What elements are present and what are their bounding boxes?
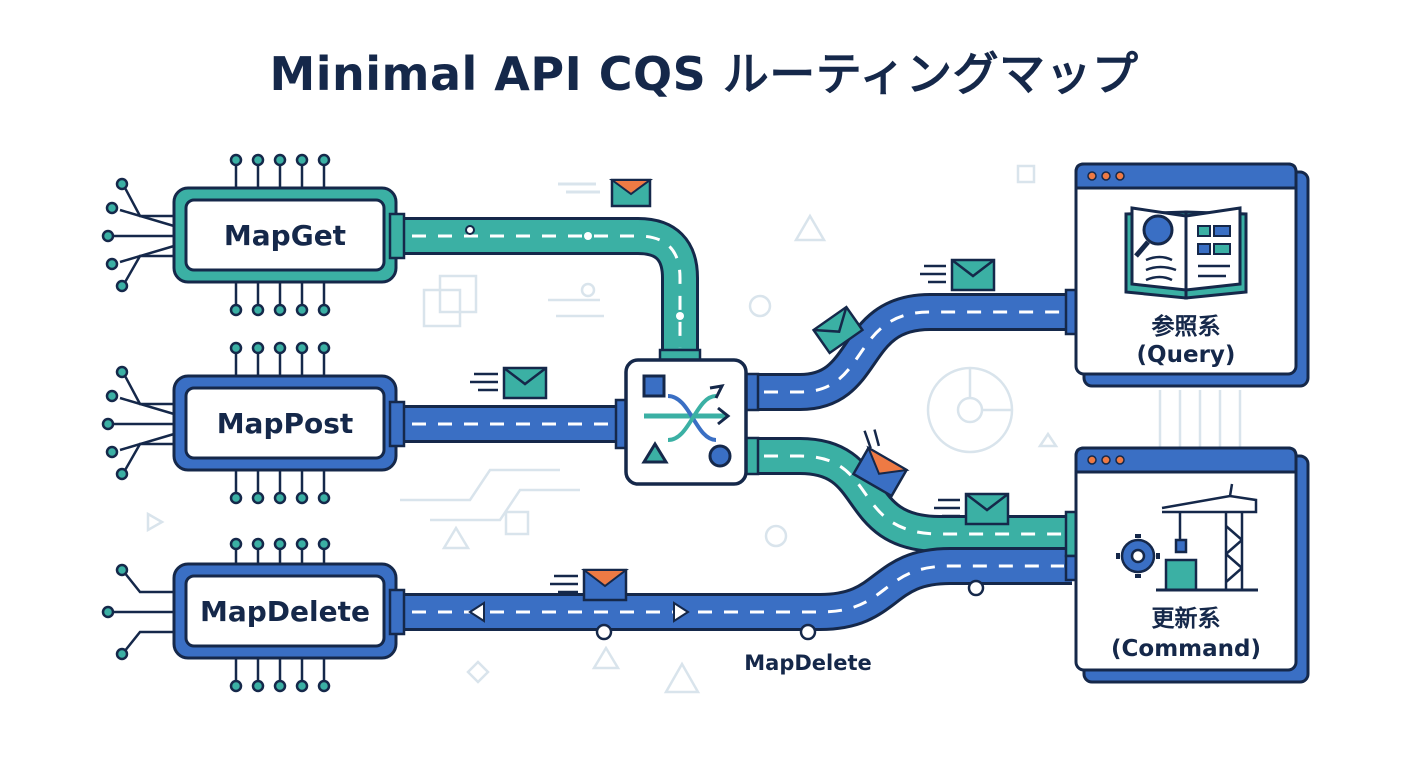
shuffle-icon [641,374,732,468]
road-to-command [752,437,1072,553]
road-to-query [752,293,1072,411]
endpoint-label-mapget: MapGet [224,219,346,252]
envelope-icon [558,178,654,208]
road-mapdelete [400,547,1072,641]
envelope-icon [550,568,629,602]
endpoint-chip-mapdelete: MapDelete [101,537,406,693]
envelope-icon [851,429,910,498]
envelope-icon [470,366,548,400]
crane-gear-icon [1116,483,1258,592]
target-sublabel-command: (Command) [1111,636,1261,662]
endpoint-chip-mappost: MapPost [101,341,406,505]
endpoint-chip-mapget: MapGet [101,153,406,317]
diagram-title: Minimal API CQS ルーティングマップ [269,47,1139,101]
target-label-query: 参照系 [1152,313,1221,340]
envelope-icon [920,258,996,292]
target-panel-command: 更新系 (Command) [1064,446,1310,684]
book-search-icon [1124,206,1248,300]
road-label-mapdelete: MapDelete [744,651,872,675]
target-sublabel-query: (Query) [1137,342,1236,368]
router-box [614,348,760,486]
endpoint-label-mappost: MapPost [217,407,354,440]
endpoint-label-mapdelete: MapDelete [200,595,370,628]
target-label-command: 更新系 [1152,605,1221,632]
envelope-icon [934,492,1010,526]
target-panel-query: 参照系 (Query) [1064,162,1310,388]
envelope-icon [811,305,865,355]
road-mapget [400,217,699,352]
